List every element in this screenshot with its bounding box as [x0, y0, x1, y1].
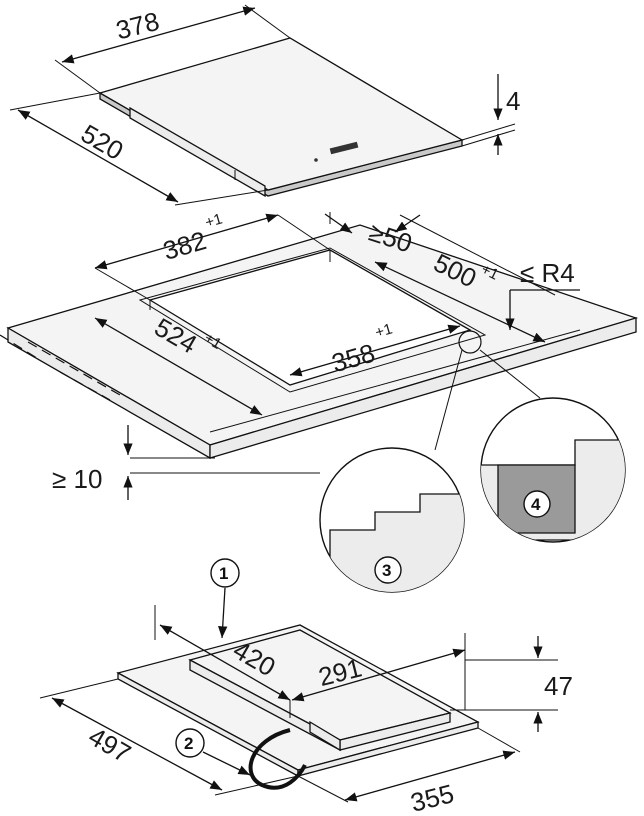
dim-500-tol: +1 — [478, 261, 501, 284]
callout-3-label: 3 — [382, 561, 391, 580]
callout-1-icon — [210, 558, 240, 588]
control-panel-icon — [329, 141, 359, 155]
dim-382-label: 382 — [160, 225, 210, 266]
callout-2-label: 2 — [184, 734, 193, 753]
callout-3-icon — [374, 556, 402, 584]
dimension-4: 4 — [461, 74, 520, 155]
callout-1-label: 1 — [219, 564, 228, 583]
dimension-radius: ≤ R4 — [505, 258, 580, 330]
dimension-min-10: ≥ 10 — [52, 425, 320, 500]
dim-radius-label: ≤ R4 — [520, 258, 575, 288]
detail-3: 3 — [319, 447, 465, 593]
dim-47-label: 47 — [544, 671, 573, 701]
dim-520-label: 520 — [76, 118, 129, 166]
power-cable-icon — [248, 728, 307, 790]
dimension-47: 47 — [450, 636, 573, 732]
dim-378-label: 378 — [113, 6, 162, 46]
dim-358-tol: +1 — [373, 320, 394, 341]
dim-min-10-label: ≥ 10 — [52, 464, 102, 494]
detail-4: 4 — [480, 397, 626, 543]
dim-497-label: 497 — [83, 721, 136, 769]
callout-4-label: 4 — [531, 495, 541, 514]
dim-4-label: 4 — [506, 86, 520, 116]
dim-382-tol: +1 — [203, 210, 224, 231]
hob-plate-drawing — [98, 37, 464, 198]
dim-524-tol: +1 — [201, 330, 224, 353]
callout-1: 1 — [210, 558, 240, 639]
dim-355-label: 355 — [408, 778, 457, 816]
callout-4-icon — [523, 490, 551, 518]
